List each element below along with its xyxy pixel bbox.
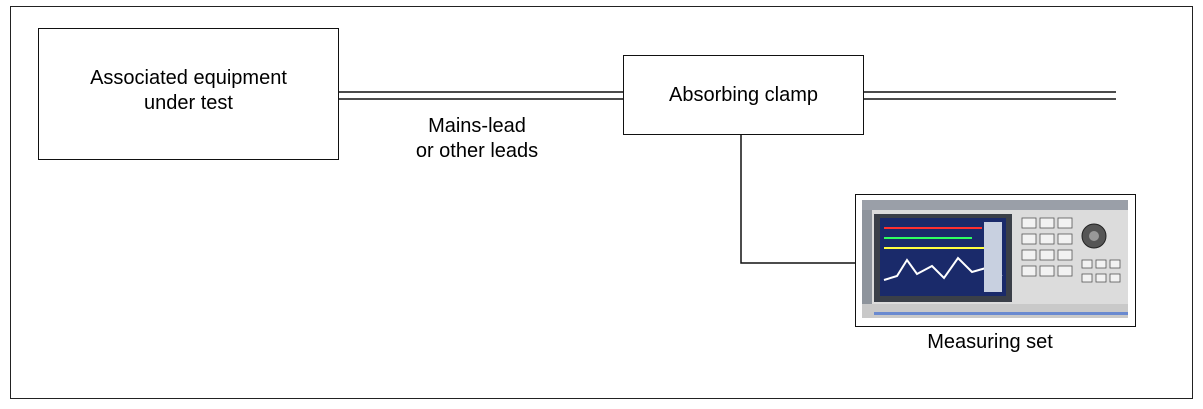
measuring-set-label: Measuring set bbox=[927, 331, 1053, 353]
absorbing-clamp-label: Absorbing clamp bbox=[669, 83, 818, 106]
clamp-to-measuring-set-line bbox=[740, 135, 855, 264]
spectrum-analyzer-photo-icon bbox=[862, 200, 1128, 318]
absorbing-clamp-box: Absorbing clamp bbox=[623, 55, 864, 135]
equipment-under-test-box: Associated equipment under test bbox=[38, 28, 339, 160]
mains-lead-label: Mains-lead or other leads bbox=[415, 115, 539, 162]
equipment-under-test-label: Associated equipment under test bbox=[90, 67, 287, 114]
diagram-frame bbox=[10, 6, 1193, 399]
